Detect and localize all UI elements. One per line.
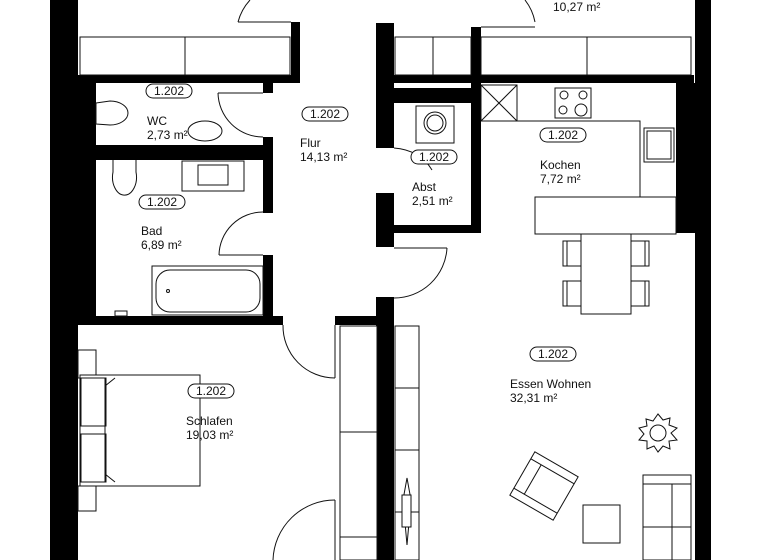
room-label-flur: 1.202 Flur 14,13 m² (300, 106, 349, 164)
hall-wardrobe (339, 325, 378, 560)
room-tag: 1.202 (147, 195, 177, 209)
room-label-bad: 1.202 Bad 6,89 m² (138, 194, 186, 252)
room-area-top: 10,27 m² (553, 0, 600, 14)
bad-toilet (112, 160, 137, 196)
doors (217, 0, 536, 560)
room-area: 32,31 m² (510, 391, 557, 405)
pillow (80, 433, 107, 483)
room-tag: 1.202 (419, 150, 449, 164)
sofa (642, 474, 692, 560)
coffee-table (582, 504, 621, 544)
door-arc-bedroom (282, 324, 336, 379)
door-arc-top-left (237, 0, 251, 23)
wc-sink (187, 120, 223, 142)
nightstand-bottom (77, 485, 97, 512)
room-tag: 1.202 (310, 107, 340, 121)
door-arc-bad (218, 211, 264, 256)
room-label-wc: 1.202 WC 2,73 m² (145, 83, 193, 142)
door-arc-bedroom-lower (272, 499, 336, 560)
pillow (80, 377, 107, 427)
room-area: 14,13 m² (300, 150, 347, 164)
room-tag: 1.202 (196, 384, 226, 398)
walls (50, 0, 711, 560)
room-tag: 1.202 (154, 84, 184, 98)
plant-icon (638, 413, 678, 453)
room-label-abst: 1.202 Abst 2,51 m² (410, 149, 458, 208)
kitchen-island (534, 196, 677, 235)
room-name: Bad (141, 224, 162, 238)
room-area: 6,89 m² (141, 238, 182, 252)
room-name: Abst (412, 180, 437, 194)
room-label-essen-wohnen: 1.202 Essen Wohnen 32,31 m² (510, 346, 591, 405)
room-name: WC (147, 114, 167, 128)
room-area: 2,51 m² (412, 194, 453, 208)
kitchen-counter (517, 120, 641, 197)
armchair (509, 451, 579, 521)
dining-table (580, 233, 632, 315)
room-name: Kochen (540, 158, 581, 172)
room-name: Essen Wohnen (510, 377, 591, 391)
room-name: Schlafen (186, 414, 233, 428)
furniture (77, 36, 692, 560)
door-arc-top-right (524, 0, 536, 23)
room-area: 7,72 m² (540, 172, 581, 186)
wc-toilet (95, 100, 129, 126)
door-arc-living (393, 247, 448, 299)
room-label-schlafen: 1.202 Schlafen 19,03 m² (186, 383, 235, 442)
room-tag: 1.202 (548, 128, 578, 142)
room-label-kochen: 1.202 Kochen 7,72 m² (539, 127, 587, 186)
room-area: 2,73 m² (147, 128, 188, 142)
room-area: 19,03 m² (186, 428, 233, 442)
room-tag: 1.202 (538, 347, 568, 361)
room-name: Flur (300, 136, 321, 150)
door-arc-wc (217, 92, 264, 138)
stove (554, 87, 592, 119)
wardrobe-top-right (480, 36, 692, 76)
nightstand-top (77, 349, 97, 379)
